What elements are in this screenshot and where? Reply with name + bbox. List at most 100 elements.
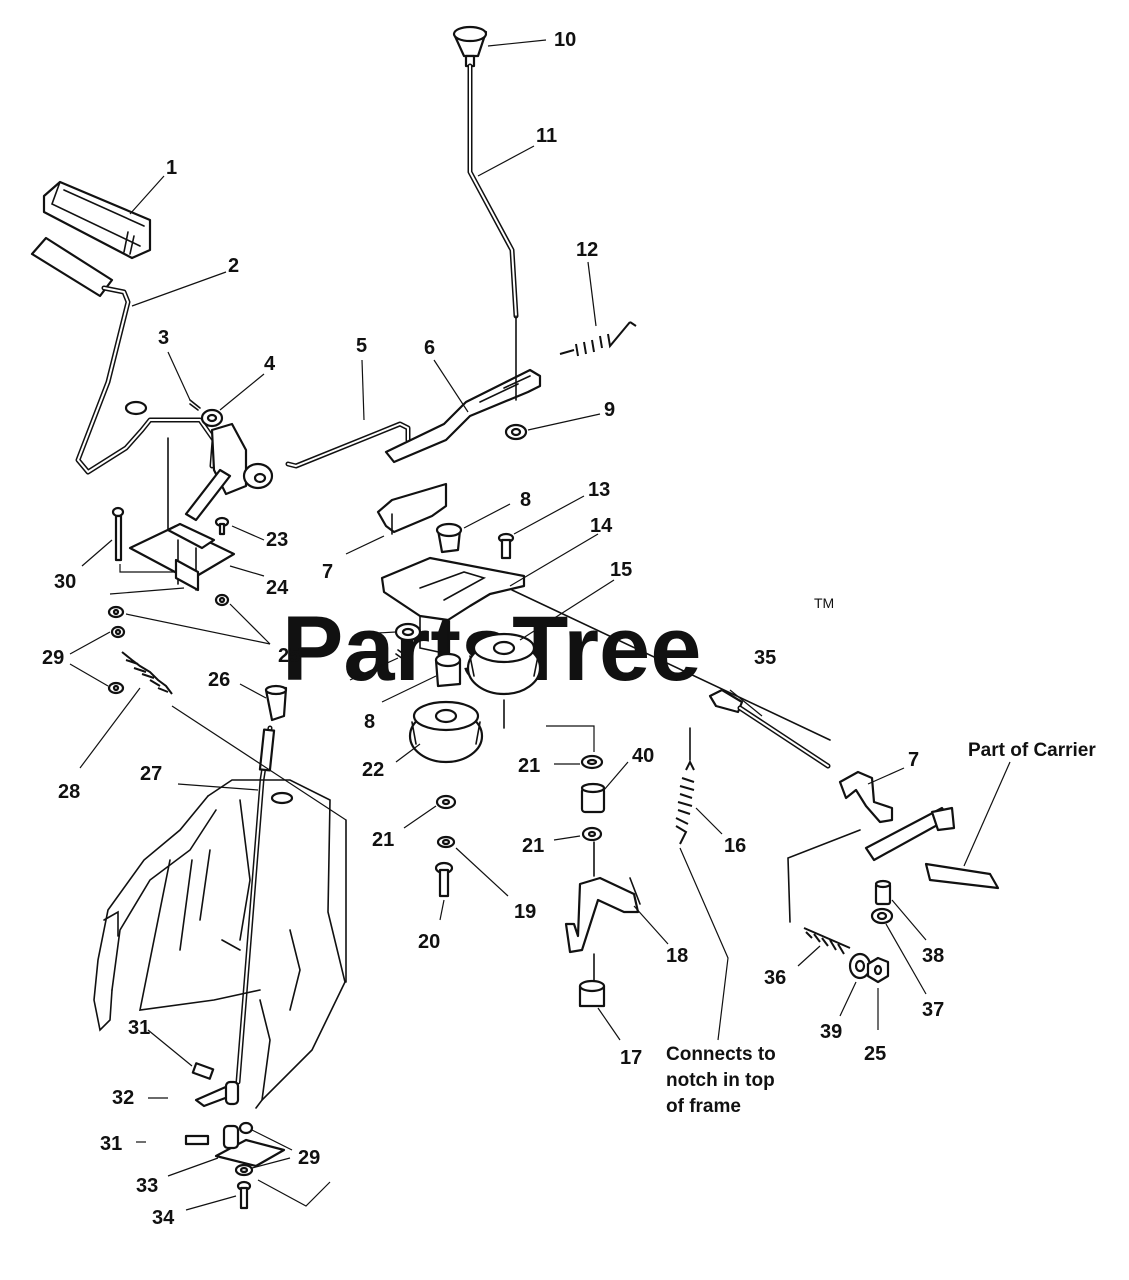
part-8-bushing-lower xyxy=(434,652,462,688)
callout-35: 35 xyxy=(754,647,776,669)
callout-2: 2 xyxy=(228,255,239,277)
part-33-bracket xyxy=(214,1121,286,1168)
callout-25-right: 25 xyxy=(864,1043,886,1065)
callout-21-top: 21 xyxy=(518,755,540,777)
part-25-nut-right xyxy=(866,956,890,984)
part-8-bushing-upper xyxy=(435,522,463,554)
callout-29: 29 xyxy=(42,647,64,669)
callout-38: 38 xyxy=(922,945,944,967)
part-12-spring xyxy=(559,321,637,357)
part-40-spacer xyxy=(580,782,606,814)
callout-22: 22 xyxy=(362,759,384,781)
part-39-washer xyxy=(848,952,872,980)
pedal-pivot-plate xyxy=(167,422,274,561)
callout-labels: 1 2 3 4 5 6 7 7 8 8 9 10 11 12 13 14 15 … xyxy=(42,29,944,1229)
watermark-trademark: TM xyxy=(814,595,834,611)
note-frame-line-1: Connects to xyxy=(666,1044,776,1065)
part-37-nut xyxy=(870,907,894,925)
part-31-pin-upper xyxy=(191,1062,215,1080)
part-22-pulley xyxy=(408,700,484,764)
callout-13: 13 xyxy=(588,479,610,501)
part-20-bolt xyxy=(434,861,454,898)
callout-12: 12 xyxy=(576,239,598,261)
callout-40: 40 xyxy=(632,745,654,767)
note-frame-line-2: notch in top xyxy=(666,1070,775,1091)
callout-19: 19 xyxy=(514,901,536,923)
carrier-part xyxy=(787,806,1000,923)
part-2-pedal-arm xyxy=(30,236,217,475)
part-29-nut-lower xyxy=(107,681,125,695)
part-7-bracket-right xyxy=(838,770,894,824)
part-19-lockwasher xyxy=(436,835,456,849)
part-29-nut-middle xyxy=(110,625,126,639)
callout-27: 27 xyxy=(140,763,162,785)
part-21-washer-left xyxy=(435,794,457,810)
callout-24: 24 xyxy=(266,577,289,599)
callout-31: 31 xyxy=(128,1017,150,1039)
seat-panel xyxy=(93,779,347,1109)
callout-6: 6 xyxy=(424,337,435,359)
callout-21-left: 21 xyxy=(372,829,394,851)
callout-21-right: 21 xyxy=(522,835,544,857)
watermark: PartsTree TM xyxy=(282,595,834,700)
callout-3: 3 xyxy=(158,327,169,349)
part-30-bolt xyxy=(111,506,125,562)
callout-14: 14 xyxy=(590,515,613,537)
part-28-spring xyxy=(121,651,173,695)
part-34-bolt xyxy=(236,1180,252,1210)
callout-10: 10 xyxy=(554,29,576,51)
callout-9: 9 xyxy=(604,399,615,421)
part-16-spring xyxy=(675,727,695,845)
callout-7: 7 xyxy=(322,561,333,583)
leader-lines xyxy=(69,39,1011,1211)
callout-16: 16 xyxy=(724,835,746,857)
part-13-screw xyxy=(497,532,515,560)
callout-29-lower: 29 xyxy=(298,1147,320,1169)
note-part-of-carrier: Part of Carrier xyxy=(968,740,1096,761)
part-23-screw xyxy=(214,516,230,536)
part-21-washer-bottom xyxy=(581,826,603,842)
part-3-cotter-pin xyxy=(189,399,201,411)
callout-18: 18 xyxy=(666,945,688,967)
callout-36: 36 xyxy=(764,967,786,989)
part-10-knob xyxy=(452,25,488,68)
part-31-pin-lower xyxy=(184,1134,210,1146)
callout-25: 25 xyxy=(278,645,300,667)
callout-7-right: 7 xyxy=(908,749,919,771)
part-14-idler-bracket xyxy=(380,556,831,741)
part-32-lever xyxy=(194,1080,240,1108)
part-6-shift-lever xyxy=(384,315,542,464)
part-4-washer-center xyxy=(394,622,422,642)
part-25-nut-upper xyxy=(214,593,230,607)
part-29-washer-lower xyxy=(234,1163,254,1177)
part-24-pedal-bracket xyxy=(128,522,236,592)
part-1-pedal-pad xyxy=(42,180,152,260)
part-38-spacer xyxy=(874,879,892,906)
callout-33: 33 xyxy=(136,1175,158,1197)
callout-4: 4 xyxy=(264,353,276,375)
part-26-knob xyxy=(264,684,288,722)
callout-30: 30 xyxy=(54,571,76,593)
part-5-link-rod xyxy=(285,421,411,469)
part-21-washer-top xyxy=(546,725,604,770)
callout-15: 15 xyxy=(610,559,632,581)
part-3-cotter-pin-center xyxy=(395,649,413,665)
callout-32: 32 xyxy=(112,1087,134,1109)
part-35-shift-rod xyxy=(708,688,831,769)
callout-11: 11 xyxy=(536,125,557,147)
part-11-shift-rod xyxy=(467,63,519,319)
part-7-bracket-upper xyxy=(376,482,448,535)
callout-8: 8 xyxy=(520,489,531,511)
callout-31-lower: 31 xyxy=(100,1133,122,1155)
callout-26: 26 xyxy=(208,669,230,691)
callout-17: 17 xyxy=(620,1047,642,1069)
notes: Part of Carrier Connects to notch in top… xyxy=(666,740,1096,1117)
callout-5: 5 xyxy=(356,335,367,357)
callout-39: 39 xyxy=(820,1021,842,1043)
callout-23: 23 xyxy=(266,529,288,551)
callout-37: 37 xyxy=(922,999,944,1021)
part-17-nut xyxy=(578,979,606,1008)
part-27-control-rod xyxy=(235,725,276,1085)
callout-34: 34 xyxy=(152,1207,175,1229)
